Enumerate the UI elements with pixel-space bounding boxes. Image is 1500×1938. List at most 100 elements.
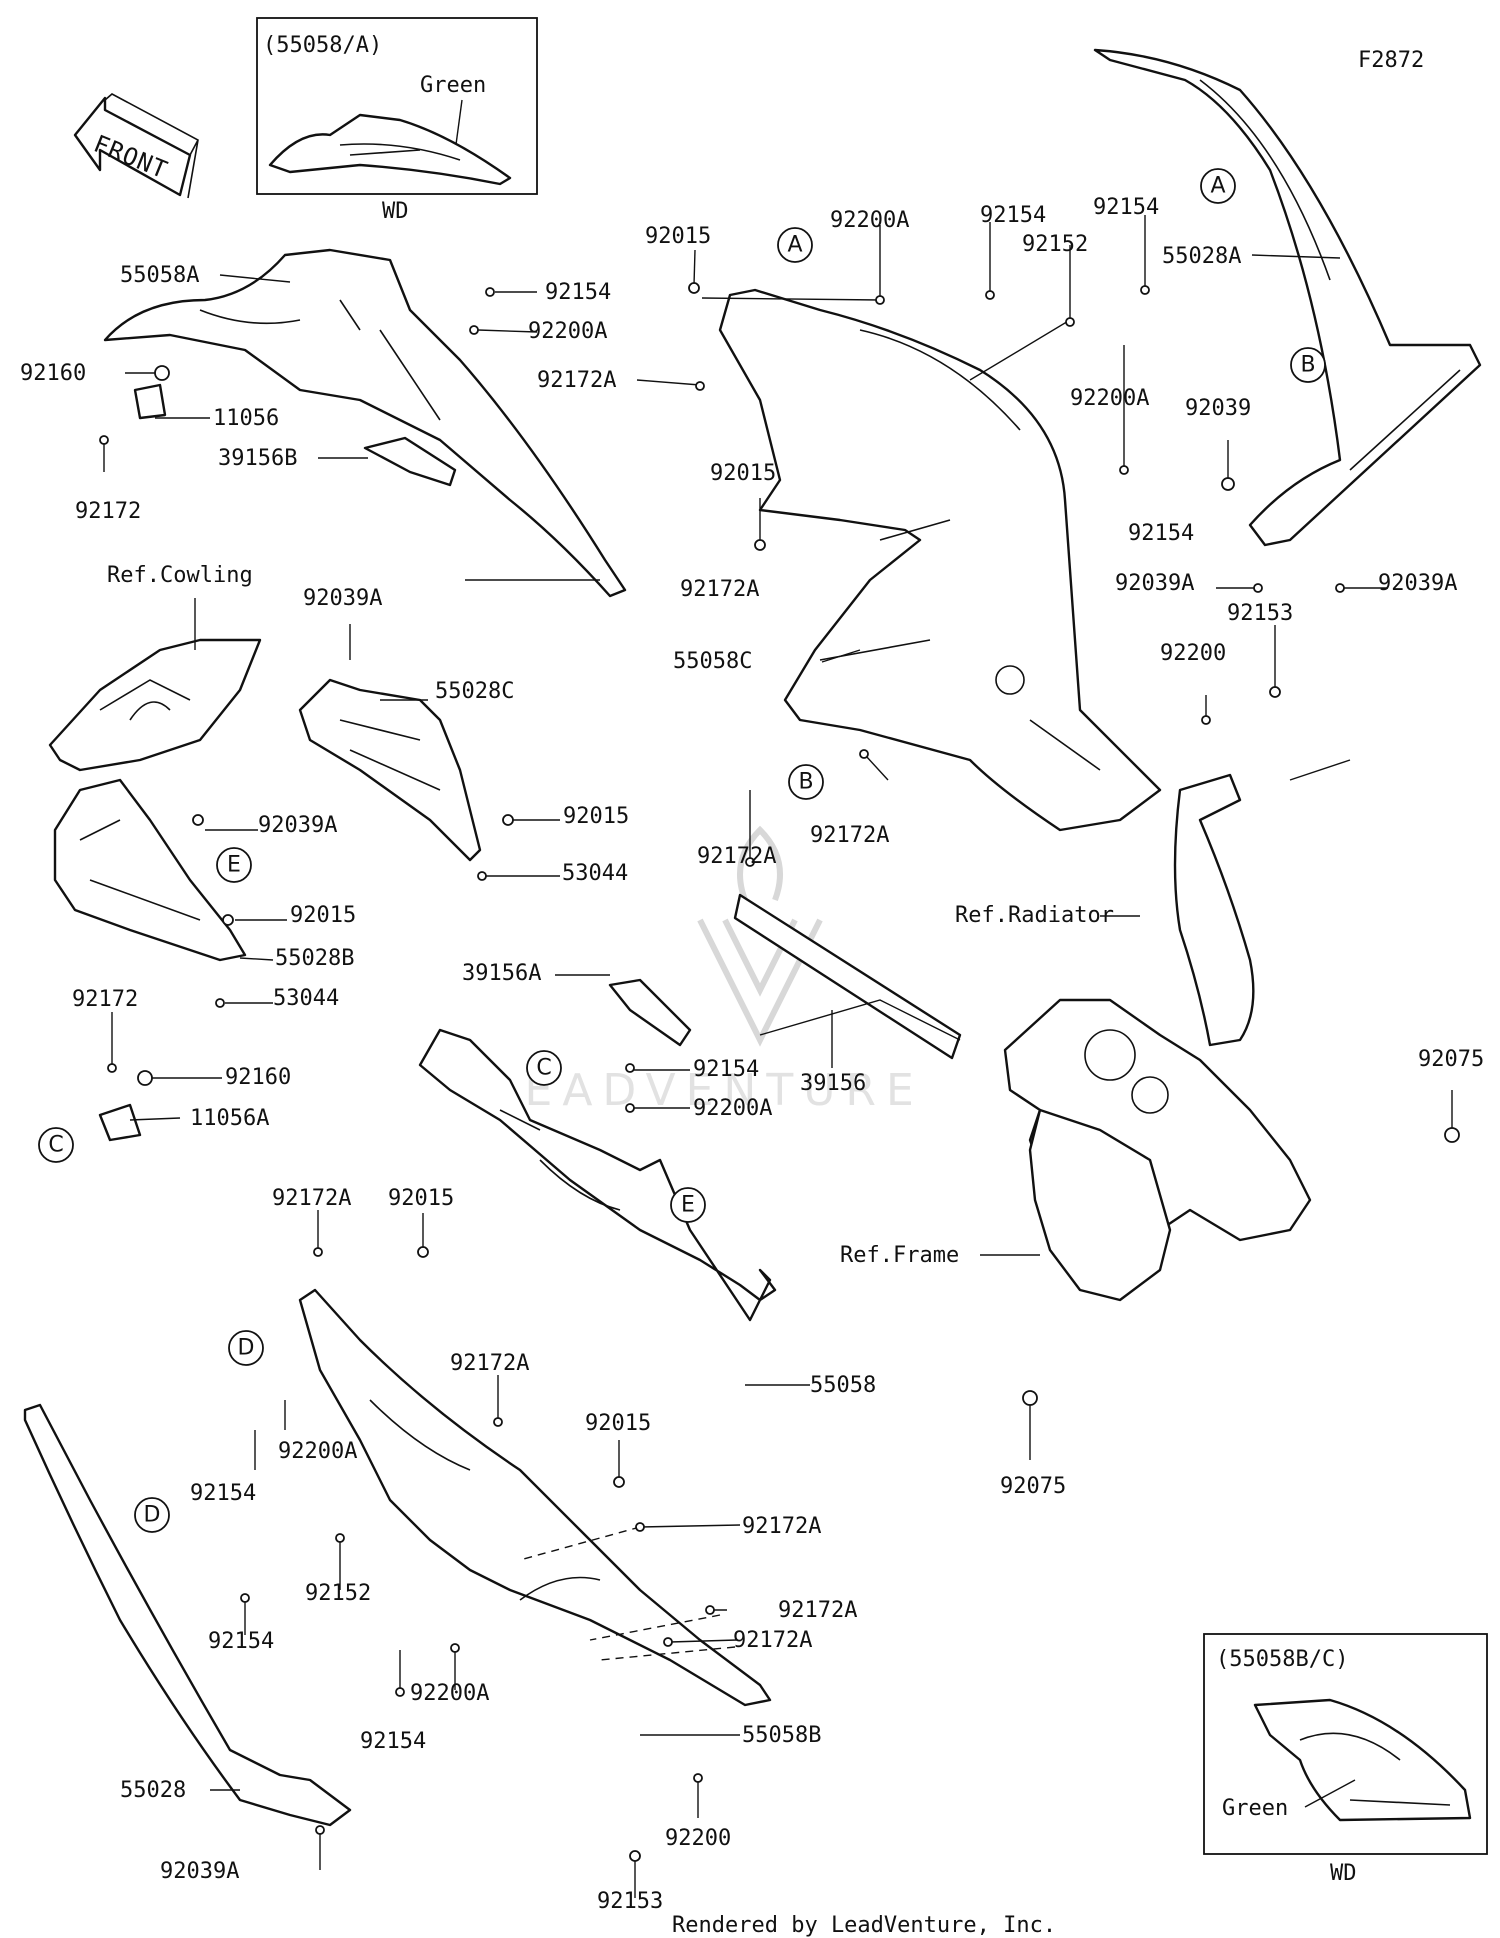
svg-text:E: E	[227, 853, 241, 878]
callout-e: E	[216, 847, 252, 883]
label-92154: 92154	[980, 203, 1046, 228]
label-11056: 11056	[213, 406, 279, 431]
part-ref-cowling	[48, 638, 262, 772]
label-92200: 92200	[1160, 641, 1226, 666]
callout-a: A	[1200, 168, 1236, 204]
part-11056a-clip	[98, 1103, 142, 1142]
label-92152: 92152	[1022, 232, 1088, 257]
part-ref-radiator	[1173, 773, 1255, 1047]
inset-2-color-label: Green	[1222, 1796, 1288, 1821]
label-92172a: 92172A	[680, 577, 759, 602]
svg-text:A: A	[787, 233, 802, 258]
label-92039a: 92039A	[1378, 571, 1457, 596]
label-55058a: 55058A	[120, 263, 199, 288]
label-53044: 53044	[562, 861, 628, 886]
footer-credit: Rendered by LeadVenture, Inc.	[672, 1913, 1056, 1938]
label-92015: 92015	[585, 1411, 651, 1436]
label-92015: 92015	[710, 461, 776, 486]
label-92154: 92154	[190, 1481, 256, 1506]
label-92075: 92075	[1418, 1047, 1484, 1072]
label-92039: 92039	[1185, 396, 1251, 421]
fasteners	[99, 282, 1460, 1862]
label-92153: 92153	[1227, 601, 1293, 626]
callout-c: C	[526, 1050, 562, 1086]
label-92153: 92153	[597, 1889, 663, 1914]
label-92154: 92154	[208, 1629, 274, 1654]
svg-text:D: D	[238, 1336, 255, 1361]
callout-e: E	[670, 1187, 706, 1223]
part-55058-middle-cowl	[418, 1028, 777, 1322]
label-92154: 92154	[360, 1729, 426, 1754]
svg-text:C: C	[536, 1056, 551, 1081]
label-55028: 55028	[120, 1778, 186, 1803]
part-55058a-upper-cowl	[103, 248, 627, 598]
label-92154: 92154	[1128, 521, 1194, 546]
label-92154: 92154	[693, 1057, 759, 1082]
label-39156b: 39156B	[218, 446, 297, 471]
label-ref-frame: Ref.Frame	[840, 1243, 959, 1268]
svg-text:D: D	[144, 1503, 161, 1528]
label-92172a: 92172A	[537, 368, 616, 393]
part-11056-clip	[133, 383, 167, 420]
label-11056a: 11056A	[190, 1106, 269, 1131]
inset-1-color-label: Green	[420, 73, 486, 98]
part-55028b-panel	[53, 778, 247, 962]
part-ref-frame-lower	[1028, 1108, 1172, 1302]
inset-1-variant: WD	[382, 199, 409, 224]
label-92075: 92075	[1000, 1474, 1066, 1499]
label-92200a: 92200A	[528, 319, 607, 344]
part-labels: 92015 92200A 92154 92154 92152 55028 A 55…	[20, 195, 1484, 1914]
label-92015: 92015	[563, 804, 629, 829]
label-92015: 92015	[645, 224, 711, 249]
front-direction-arrow: FRONT	[73, 93, 199, 199]
label-92015: 92015	[290, 903, 356, 928]
inset-55058-a: (55058/A) Green WD	[256, 17, 538, 224]
label-53044: 53044	[273, 986, 339, 1011]
label-92039a: 92039A	[258, 813, 337, 838]
label-92172a: 92172A	[697, 844, 776, 869]
callout-c: C	[38, 1127, 74, 1163]
label-92172: 92172	[72, 987, 138, 1012]
label-92172a: 92172A	[810, 823, 889, 848]
label-92172a: 92172A	[272, 1186, 351, 1211]
label-ref-cowling: Ref.Cowling	[107, 563, 253, 588]
label-ref-radiator: Ref.Radiator	[955, 903, 1114, 928]
label-92172a: 92172A	[742, 1514, 821, 1539]
part-55028a-fairing-strip	[1093, 48, 1482, 547]
label-92039a: 92039A	[1115, 571, 1194, 596]
label-92039a: 92039A	[303, 586, 382, 611]
figure-code: F2872	[1358, 48, 1424, 73]
inset-2-title: (55058B/C)	[1216, 1647, 1348, 1672]
label-92200a: 92200A	[693, 1096, 772, 1121]
label-92160: 92160	[20, 361, 86, 386]
label-92200a: 92200A	[830, 208, 909, 233]
svg-text:C: C	[48, 1133, 63, 1158]
callout-d: D	[228, 1330, 264, 1366]
label-92200: 92200	[665, 1826, 731, 1851]
svg-text:E: E	[681, 1193, 695, 1218]
label-55058: 55058	[810, 1373, 876, 1398]
label-55058c: 55058C	[673, 649, 752, 674]
callouts: A A B B C C D D	[38, 168, 1326, 1533]
label-92172: 92172	[75, 499, 141, 524]
label-92154: 92154	[1093, 195, 1159, 220]
part-55058b-lower-cowl	[298, 1288, 772, 1707]
part-39156b-pad	[363, 436, 457, 487]
label-55058b: 55058B	[742, 1723, 821, 1748]
callout-b: B	[1290, 347, 1326, 383]
part-39156a-pad	[608, 978, 692, 1047]
label-39156a: 39156A	[462, 961, 541, 986]
label-92172a: 92172A	[450, 1351, 529, 1376]
label-55028c: 55028C	[435, 679, 514, 704]
label-92200a: 92200A	[410, 1681, 489, 1706]
inset-55058b-c: (55058B/C) Green WD	[1203, 1633, 1488, 1886]
label-92200a: 92200A	[1070, 386, 1149, 411]
label-92160: 92160	[225, 1065, 291, 1090]
label-39156: 39156	[800, 1071, 866, 1096]
label-55028b: 55028B	[275, 946, 354, 971]
label-92154: 92154	[545, 280, 611, 305]
svg-text:B: B	[1300, 353, 1315, 378]
callout-a: A	[777, 227, 813, 263]
